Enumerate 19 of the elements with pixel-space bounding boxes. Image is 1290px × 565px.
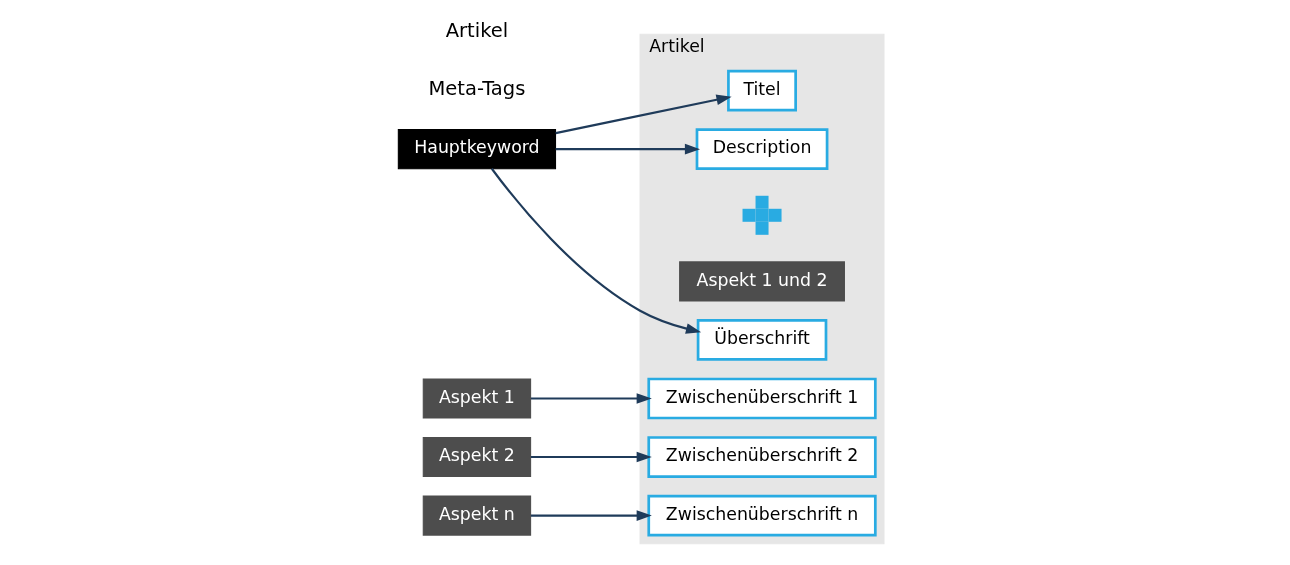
node-box: Description <box>695 128 828 171</box>
node-box: Zwischenüberschrift 1 <box>646 377 877 420</box>
node-box: Aspekt n <box>422 495 531 536</box>
label: Artikel <box>445 18 508 42</box>
node-box: Aspekt 2 <box>422 436 531 478</box>
node-box: Zwischenüberschrift n <box>646 494 877 537</box>
node-box: Aspekt 1 und 2 <box>678 261 845 302</box>
arrow <box>554 94 732 135</box>
arrow <box>530 510 652 521</box>
arrow <box>555 143 700 155</box>
node-box: Hauptkeyword <box>397 129 556 170</box>
arrow <box>530 451 652 463</box>
arrow <box>530 393 652 404</box>
arrow <box>490 168 701 334</box>
node-box: Titel <box>726 69 797 112</box>
node-box: Überschrift <box>696 319 827 361</box>
node-box: Aspekt 1 <box>422 378 531 419</box>
label: Meta-Tags <box>428 77 525 101</box>
node-box: Zwischenüberschrift 2 <box>646 436 877 478</box>
